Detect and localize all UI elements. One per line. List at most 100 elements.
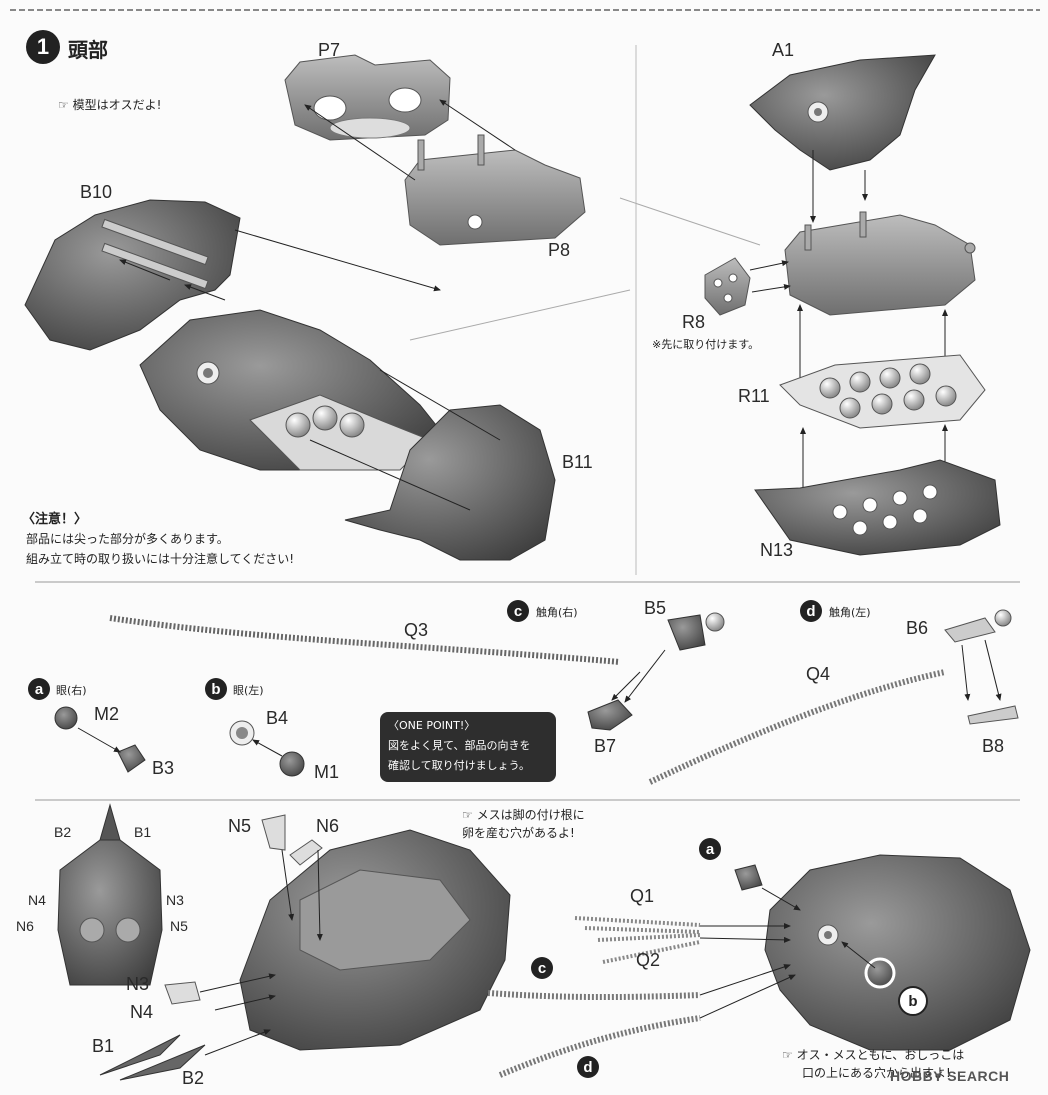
caution-line-1: 部品には尖った部分が多くあります。 bbox=[26, 532, 229, 546]
pointing-hand-icon: ☞ bbox=[58, 98, 69, 112]
part-bottom-body bbox=[239, 829, 511, 1051]
part-center-block bbox=[784, 211, 976, 316]
step-number-badge: 1 bbox=[26, 30, 60, 64]
label-p8: P8 bbox=[548, 240, 571, 260]
part-antenna-d bbox=[498, 1015, 701, 1078]
part-antenna-c bbox=[487, 990, 701, 1001]
callout-b-badge: b bbox=[898, 986, 928, 1016]
callout-d-badge: d bbox=[577, 1056, 599, 1078]
note-female-line-1: メスは脚の付け根に bbox=[476, 808, 585, 822]
note-mouth-line-1: オス・メスともに、おしっこは bbox=[796, 1048, 965, 1062]
label-b8: B8 bbox=[982, 736, 1005, 756]
label-b2-small: B2 bbox=[54, 824, 72, 840]
part-p7-shape bbox=[284, 54, 451, 141]
substep-a-label: 眼(右) bbox=[56, 684, 87, 697]
note-mouth-line-2: 口の上にある穴から出すよ! bbox=[802, 1066, 951, 1080]
label-n13: N13 bbox=[760, 540, 794, 560]
one-point-box: 〈ONE POINT!〉 図をよく見て、部品の向きを 確認して取り付けましょう。 bbox=[380, 712, 556, 782]
one-point-line-2: 確認して取り付けましょう。 bbox=[388, 759, 531, 772]
label-b11: B11 bbox=[562, 452, 593, 472]
label-b1-small: B1 bbox=[134, 824, 152, 840]
part-r11-shape bbox=[779, 354, 986, 429]
pointing-hand-icon: ☞ bbox=[462, 808, 473, 822]
part-n6-shape bbox=[289, 839, 323, 866]
caution-title: 〈注意！〉 bbox=[22, 512, 88, 527]
note-mouth: ☞ オス・メスともに、おしっこは 口の上にある穴から出すよ! bbox=[782, 1046, 964, 1082]
part-underside-diagram bbox=[57, 803, 163, 986]
substep-b-badge: b bbox=[205, 678, 227, 700]
label-a1: A1 bbox=[772, 40, 795, 60]
part-b8-shape bbox=[967, 705, 1019, 725]
part-q2-shape bbox=[597, 933, 701, 964]
part-b2-shape bbox=[119, 1044, 206, 1081]
part-m2-shape bbox=[54, 706, 78, 730]
label-b4: B4 bbox=[266, 708, 289, 728]
part-a1-shape bbox=[749, 54, 936, 171]
callout-a-badge: a bbox=[699, 838, 721, 860]
substep-d-label: 触角(左) bbox=[829, 606, 871, 619]
label-q3: Q3 bbox=[404, 620, 429, 640]
label-n4: N4 bbox=[130, 1002, 154, 1022]
label-q4: Q4 bbox=[806, 664, 831, 684]
pointing-hand-icon: ☞ bbox=[782, 1048, 793, 1062]
label-m2: M2 bbox=[94, 704, 120, 724]
label-n5: N5 bbox=[228, 816, 252, 836]
part-p8-shape bbox=[404, 134, 586, 246]
label-b1: B1 bbox=[92, 1036, 115, 1056]
label-q1: Q1 bbox=[630, 886, 655, 906]
label-n6-small: N6 bbox=[16, 918, 34, 934]
label-b3: B3 bbox=[152, 758, 175, 778]
label-n6: N6 bbox=[316, 816, 340, 836]
label-m1: M1 bbox=[314, 762, 340, 782]
part-b1-shape bbox=[99, 1034, 181, 1076]
label-b10: B10 bbox=[80, 182, 113, 202]
part-eye-a-small bbox=[734, 864, 763, 891]
part-b4-shape bbox=[229, 720, 255, 746]
label-n3-small: N3 bbox=[166, 892, 184, 908]
note-female: ☞ メスは脚の付け根に 卵を産む穴があるよ! bbox=[462, 806, 585, 842]
substep-d-badge: d bbox=[800, 600, 822, 622]
callout-c-badge: c bbox=[531, 957, 553, 979]
part-b7-shape bbox=[587, 699, 633, 731]
label-b2: B2 bbox=[182, 1068, 205, 1088]
part-q1-shape bbox=[574, 916, 701, 934]
label-q2: Q2 bbox=[636, 950, 661, 970]
part-b3-shape bbox=[117, 744, 146, 773]
substep-c-badge: c bbox=[507, 600, 529, 622]
part-b11-shape bbox=[344, 404, 556, 561]
substep-a-badge: a bbox=[28, 678, 50, 700]
note-female-line-2: 卵を産む穴があるよ! bbox=[462, 826, 575, 840]
caution-line-2: 組み立て時の取り扱いには十分注意してください! bbox=[26, 552, 295, 566]
one-point-line-1: 図をよく見て、部品の向きを bbox=[388, 739, 531, 752]
label-p7: P7 bbox=[318, 40, 341, 60]
part-head-assembly bbox=[139, 309, 441, 471]
label-r11: R11 bbox=[738, 386, 770, 406]
part-b6-shape bbox=[944, 609, 1012, 643]
substep-c-label: 触角(右) bbox=[536, 606, 578, 619]
step-number: 1 bbox=[36, 34, 50, 59]
substep-b-label: 眼(左) bbox=[233, 684, 264, 697]
part-r8-shape bbox=[704, 257, 751, 316]
label-n5-small: N5 bbox=[170, 918, 188, 934]
part-n3-shape bbox=[164, 981, 201, 1005]
part-b5-shape bbox=[667, 612, 725, 651]
label-b7: B7 bbox=[594, 736, 617, 756]
part-b10-shape bbox=[24, 199, 241, 351]
label-b5: B5 bbox=[644, 598, 667, 618]
part-q3-shape bbox=[109, 615, 621, 665]
label-n3: N3 bbox=[126, 974, 150, 994]
r8-note: ※先に取り付けます。 bbox=[652, 338, 760, 351]
part-m1-shape bbox=[279, 751, 305, 777]
part-n13-shape bbox=[754, 459, 1001, 556]
part-q4-shape bbox=[648, 669, 946, 785]
step-title: 頭部 bbox=[68, 38, 108, 62]
part-right-head bbox=[764, 854, 1031, 1051]
one-point-title: 〈ONE POINT!〉 bbox=[388, 719, 476, 732]
label-r8: R8 bbox=[682, 312, 706, 332]
label-n4-small: N4 bbox=[28, 892, 46, 908]
part-n5-shape bbox=[261, 814, 286, 851]
watermark: HOBBY SEARCH bbox=[890, 1068, 1010, 1084]
note-male-model: ☞ 模型はオスだよ! bbox=[58, 96, 161, 113]
label-b6: B6 bbox=[906, 618, 929, 638]
